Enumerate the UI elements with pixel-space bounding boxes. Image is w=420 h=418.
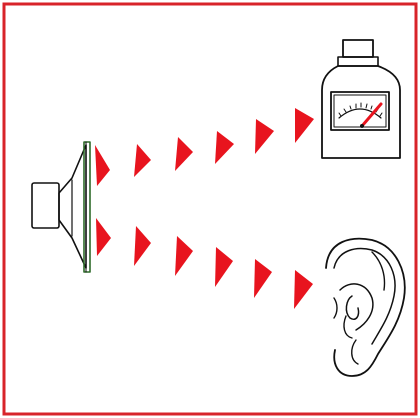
wave-marker xyxy=(134,144,151,177)
wave-marker xyxy=(175,137,193,171)
wave-marker xyxy=(294,270,313,309)
wave-marker xyxy=(215,131,234,164)
wave-marker xyxy=(254,259,272,298)
sound-path-to-ear xyxy=(96,218,313,309)
ear-icon xyxy=(326,239,405,376)
wave-marker xyxy=(175,236,193,276)
wave-marker xyxy=(295,108,314,143)
sound-path-to-meter xyxy=(95,108,314,186)
wave-marker xyxy=(96,218,111,256)
wave-marker xyxy=(134,226,151,266)
sound-level-meter-icon xyxy=(322,40,400,158)
wave-marker xyxy=(255,119,274,154)
wave-marker xyxy=(215,247,233,287)
loudspeaker-icon xyxy=(32,142,90,272)
wave-marker xyxy=(95,145,110,186)
